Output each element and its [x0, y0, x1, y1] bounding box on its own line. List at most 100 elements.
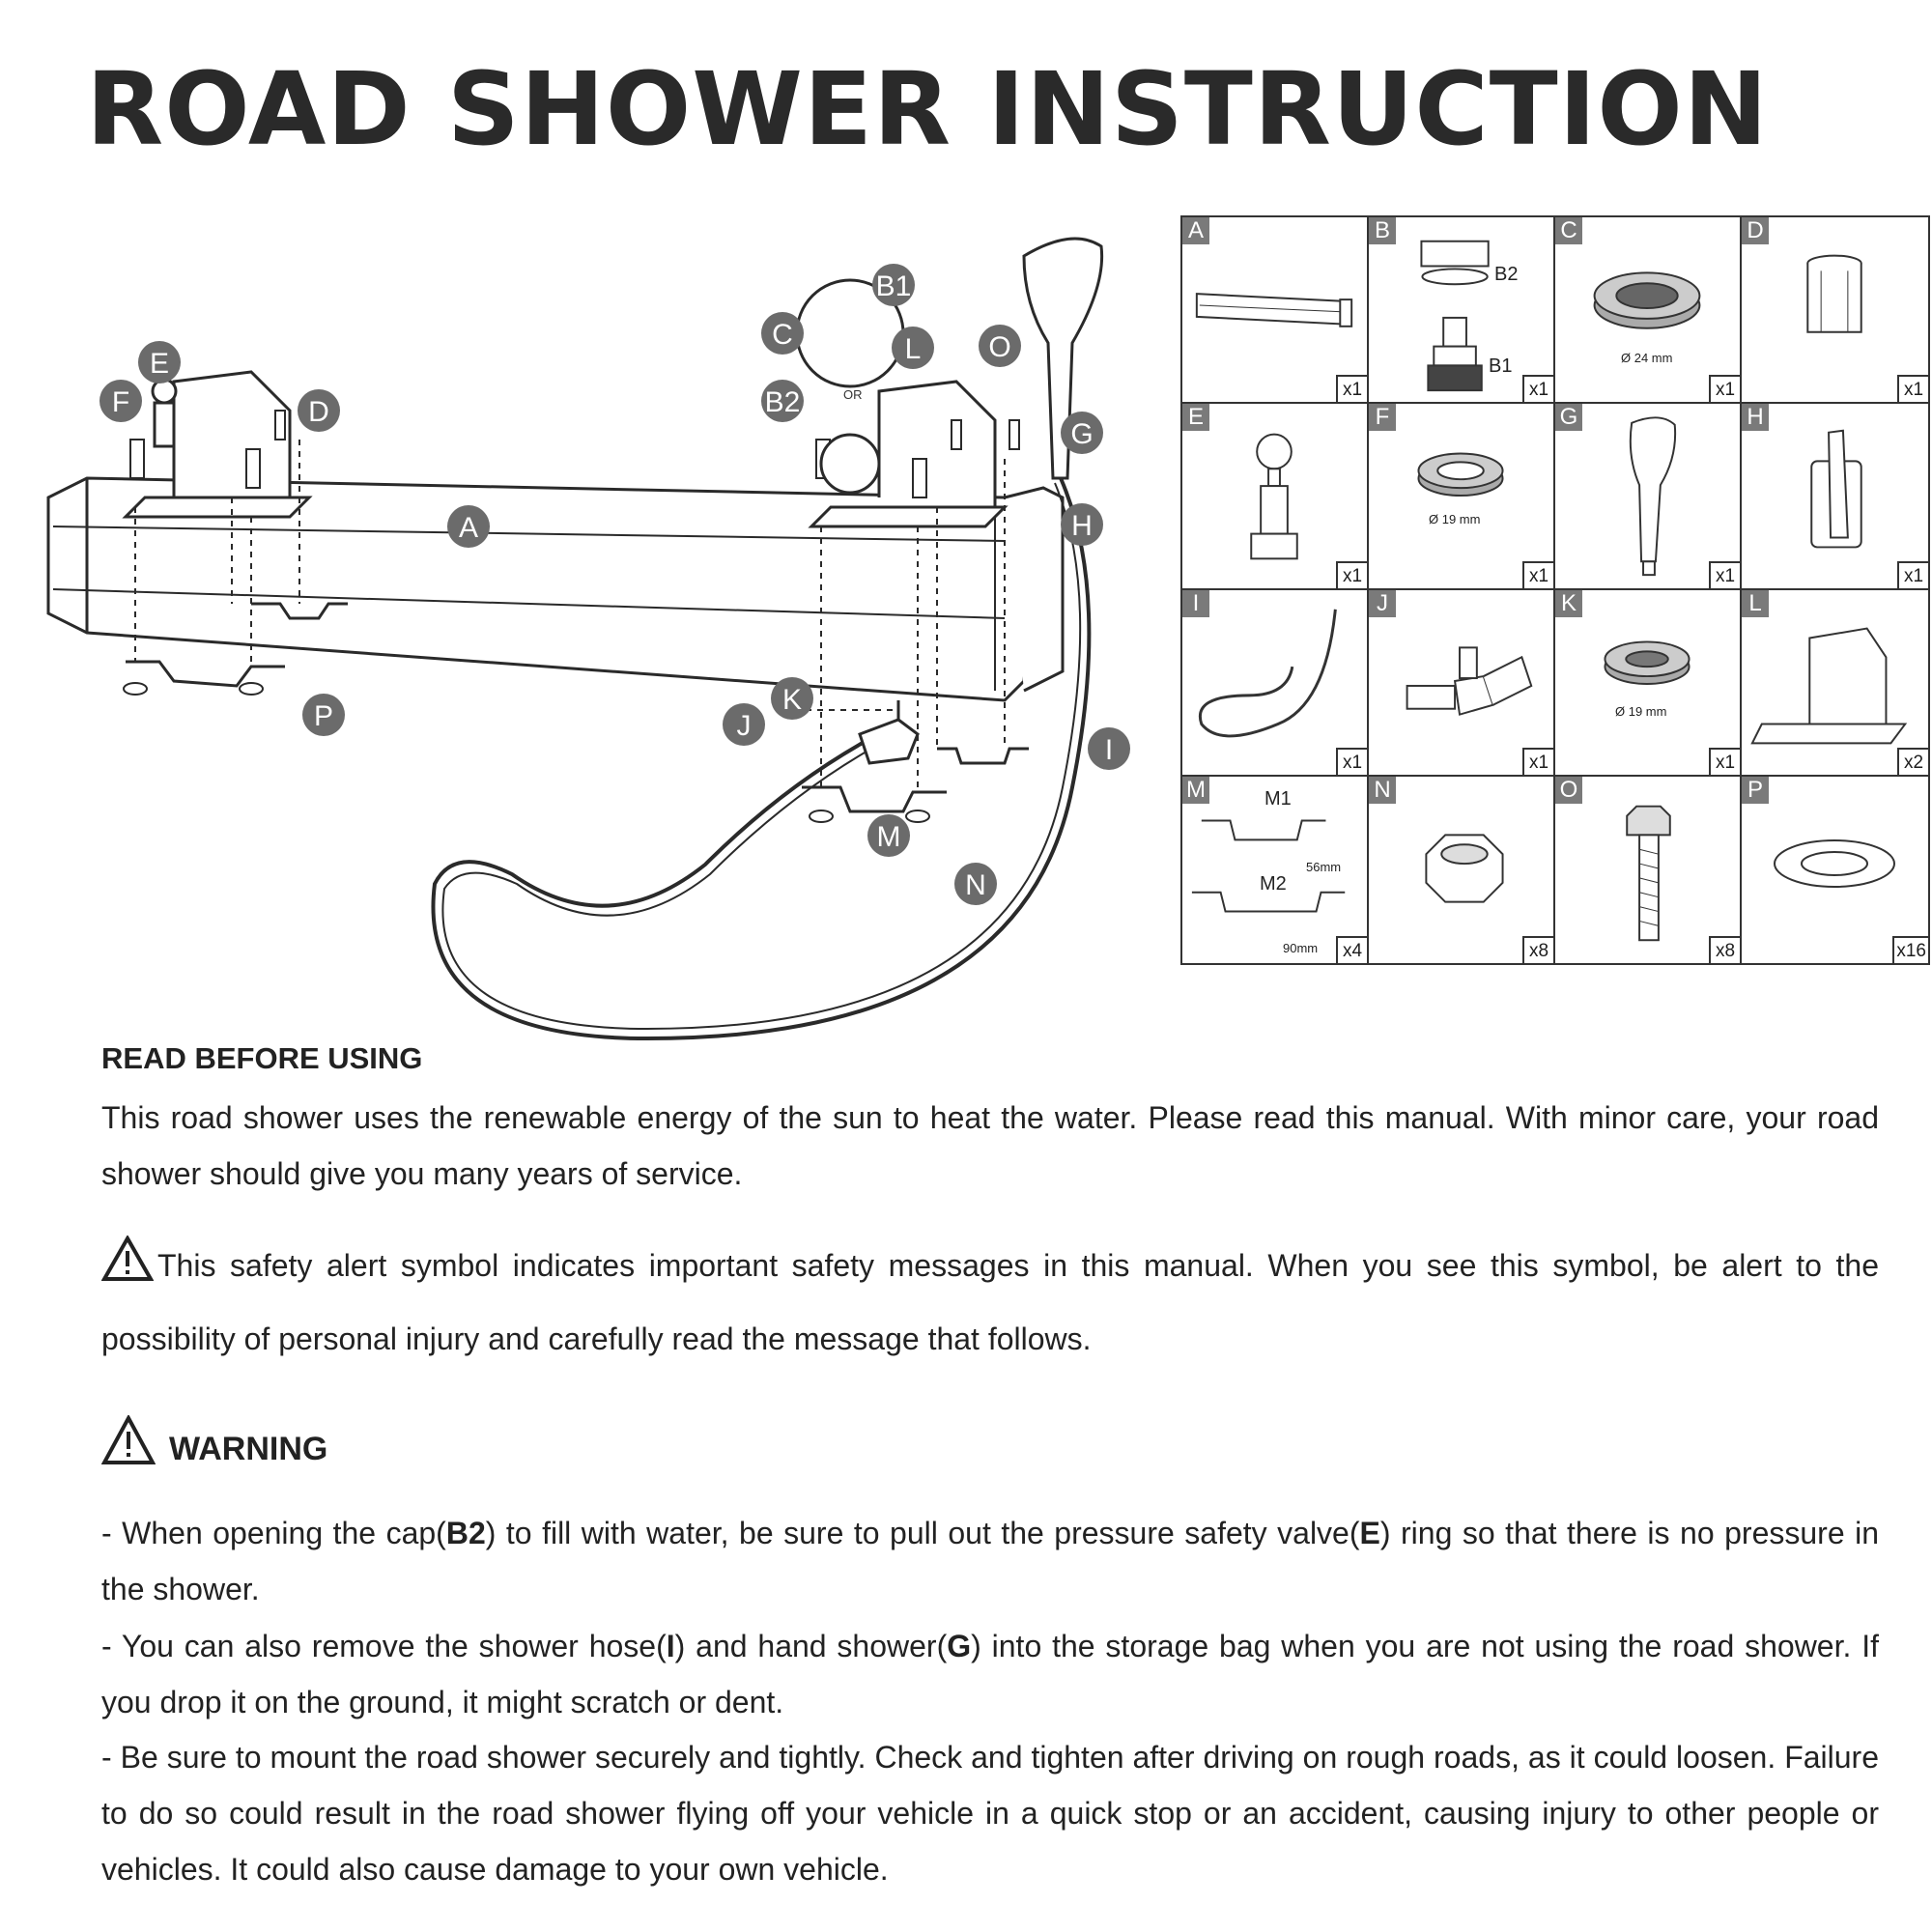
warning-triangle-icon	[101, 1236, 154, 1281]
svg-text:K: K	[782, 684, 802, 716]
page-title: ROAD SHOWER INSTRUCTION	[86, 50, 1769, 168]
part-letter: B	[1369, 217, 1396, 244]
tank-tube-icon	[1195, 293, 1353, 327]
svg-text:F: F	[112, 386, 129, 418]
part-cell-a: A x1	[1182, 217, 1369, 404]
svg-text:L: L	[905, 333, 922, 365]
part-quantity: x4	[1336, 936, 1367, 963]
part-letter: K	[1555, 590, 1582, 617]
bullet-text: ) ring so that there is no pressure in t…	[101, 1516, 1880, 1606]
part-letter: N	[1369, 777, 1396, 804]
part-letter: D	[1742, 217, 1769, 244]
part-quantity: x16	[1892, 936, 1928, 963]
part-quantity: x8	[1522, 936, 1553, 963]
assembly-diagram: OR A B1 B2 C D E F G H I J K L M N O P	[46, 237, 1130, 1041]
part-cell-b: B B2 B1 x1	[1369, 217, 1555, 404]
part-ref-e: E	[1359, 1516, 1380, 1550]
part-quantity: x1	[1897, 375, 1928, 402]
flat-washer-icon	[1774, 839, 1895, 888]
svg-text:B1: B1	[876, 270, 912, 302]
warning-heading: WARNING	[169, 1431, 328, 1467]
part-ref-g: G	[947, 1629, 972, 1663]
parts-grid: A x1 B B2 B1 x1 C Ø 24 mm x1 D x1 E x1 F…	[1180, 215, 1930, 965]
part-cell-d: D x1	[1742, 217, 1928, 404]
part-cell-l: L x2	[1742, 590, 1928, 777]
hex-nut-icon	[1425, 834, 1504, 903]
part-dimension: Ø 19 mm	[1615, 704, 1667, 719]
clamp-bracket-icon	[1191, 819, 1346, 913]
part-quantity: x1	[1522, 561, 1553, 588]
part-label-b1: B1	[1489, 355, 1513, 377]
part-quantity: x1	[1336, 748, 1367, 775]
part-quantity: x1	[1709, 748, 1740, 775]
angle-valve-icon	[1406, 646, 1533, 716]
part-label-m2: M2	[1260, 873, 1287, 895]
svg-text:B2: B2	[765, 386, 801, 418]
safety-valve-icon	[1250, 433, 1298, 560]
part-dimension-m1: 56mm	[1306, 860, 1342, 874]
svg-text:C: C	[772, 319, 793, 351]
svg-text:N: N	[965, 869, 986, 901]
part-quantity: x1	[1709, 375, 1740, 402]
warning-triangle-icon	[101, 1415, 156, 1464]
svg-text:M: M	[877, 821, 901, 853]
part-letter: E	[1182, 404, 1209, 431]
part-letter: O	[1555, 777, 1582, 804]
washer-icon	[1417, 452, 1504, 497]
part-quantity: x1	[1709, 561, 1740, 588]
part-letter: L	[1742, 590, 1769, 617]
part-cell-j: J x1	[1369, 590, 1555, 777]
hex-cap-icon	[1806, 254, 1862, 333]
bullet-text: - When opening the cap(	[101, 1516, 446, 1550]
svg-text:E: E	[150, 348, 169, 380]
part-cell-h: H x1	[1742, 404, 1928, 590]
part-quantity: x1	[1897, 561, 1928, 588]
bullet-text: ) and hand shower(	[674, 1629, 948, 1663]
part-quantity: x8	[1709, 936, 1740, 963]
svg-text:G: G	[1070, 418, 1093, 450]
part-dimension-m2: 90mm	[1283, 941, 1319, 955]
part-letter: H	[1742, 404, 1769, 431]
part-cell-m: M M1 M2 56mm 90mm x4	[1182, 777, 1369, 963]
warning-heading-row: WARNING	[101, 1415, 1879, 1468]
part-letter: C	[1555, 217, 1582, 244]
part-cell-f: F Ø 19 mm x1	[1369, 404, 1555, 590]
part-ref-i: I	[666, 1629, 675, 1663]
part-letter: M	[1182, 777, 1209, 804]
part-label-m1: M1	[1264, 788, 1292, 810]
part-dimension: Ø 19 mm	[1429, 512, 1481, 526]
intro-paragraph: This road shower uses the renewable ener…	[101, 1100, 1879, 1191]
hand-shower-icon	[1629, 416, 1677, 577]
part-label-b2: B2	[1494, 264, 1519, 285]
part-cell-g: G x1	[1555, 404, 1742, 590]
mount-bracket-icon	[1750, 627, 1908, 745]
bolt-icon	[1626, 805, 1671, 942]
warning-bullet-2: - You can also remove the shower hose(I)…	[101, 1618, 1879, 1730]
washer-icon	[1604, 640, 1690, 685]
svg-text:D: D	[308, 396, 329, 428]
part-quantity: x1	[1522, 375, 1553, 402]
part-cell-o: O x8	[1555, 777, 1742, 963]
warning-bullet-3: - Be sure to mount the road shower secur…	[101, 1740, 1879, 1887]
warning-bullet-1: - When opening the cap(B2) to fill with …	[101, 1505, 1879, 1617]
cap-and-connector-icon	[1420, 240, 1490, 392]
part-letter: P	[1742, 777, 1769, 804]
part-letter: G	[1555, 404, 1582, 431]
read-before-heading: READ BEFORE USING	[101, 1041, 423, 1075]
svg-text:A: A	[459, 512, 478, 544]
bullet-text: ) into the storage bag when you are not …	[101, 1629, 1880, 1719]
part-quantity: x1	[1336, 375, 1367, 402]
svg-text:P: P	[314, 700, 333, 732]
part-cell-i: I x1	[1182, 590, 1369, 777]
part-letter: F	[1369, 404, 1396, 431]
part-quantity: x2	[1897, 748, 1928, 775]
safety-paragraph-text: This safety alert symbol indicates impor…	[101, 1248, 1879, 1356]
filter-washer-icon	[1593, 271, 1701, 329]
part-letter: I	[1182, 590, 1209, 617]
part-ref-b2: B2	[445, 1516, 486, 1550]
part-letter: J	[1369, 590, 1396, 617]
part-quantity: x1	[1522, 748, 1553, 775]
part-cell-k: K Ø 19 mm x1	[1555, 590, 1742, 777]
svg-text:J: J	[737, 710, 752, 742]
shower-hose-icon	[1198, 609, 1337, 738]
